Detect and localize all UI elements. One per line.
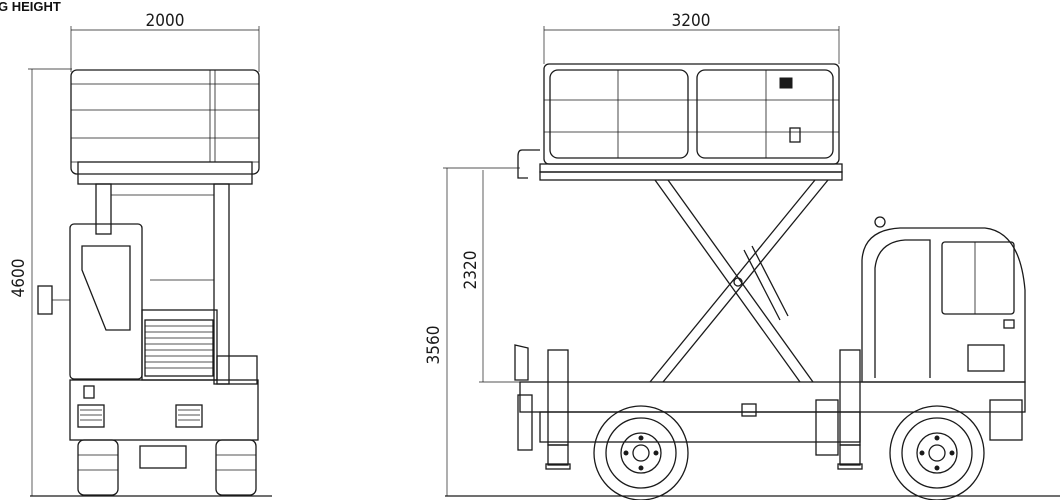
side-platform [517,63,843,181]
front-height-dimension: 4600 [9,68,72,496]
front-platform [70,69,260,185]
side-chassis [514,344,1026,470]
side-height-dimension: 3560 [424,167,520,496]
control-box [779,77,793,89]
engine-grille [145,325,213,369]
front-engine [141,309,258,385]
front-wheel [889,405,985,500]
front-cab [37,223,143,380]
front-tyres [77,439,257,496]
side-lift-label: 2320 [461,251,481,290]
drawing-heading: G HEIGHT [0,0,61,14]
side-height-label: 3560 [424,326,444,365]
front-height-label: 4600 [9,259,29,298]
front-chassis [69,379,259,469]
front-width-label: 2000 [146,11,185,31]
front-masts [95,183,230,385]
side-cab [861,216,1026,383]
side-length-dimension: 3200 [543,11,840,64]
front-view: 2000 4600 [9,11,272,497]
rear-wheel [593,405,689,500]
scissor-mechanism [649,179,829,383]
side-length-label: 3200 [672,11,711,31]
side-view: 3200 3560 2320 [424,11,1060,500]
front-width-dimension: 2000 [70,11,260,72]
